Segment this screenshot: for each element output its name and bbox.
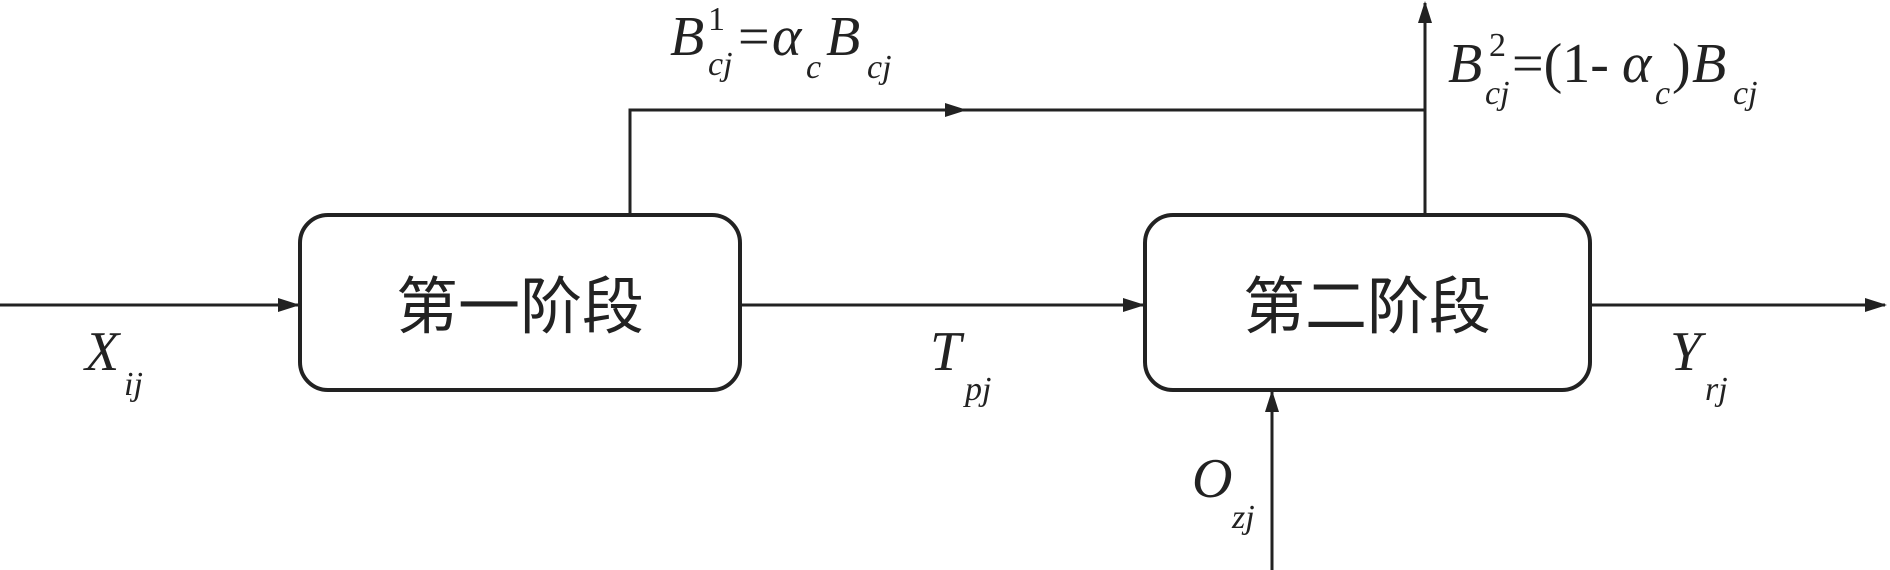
label-o-zj: O zj bbox=[1192, 448, 1255, 536]
svg-text:ij: ij bbox=[124, 366, 143, 403]
stage-2-box bbox=[1143, 213, 1592, 392]
svg-text:O: O bbox=[1192, 448, 1232, 510]
svg-text:B: B bbox=[826, 6, 860, 68]
svg-text:T: T bbox=[930, 321, 965, 383]
label-b1: B 1 cj = α c B cj bbox=[670, 1, 892, 86]
label-b2: B 2 cj =(1- α c ) B cj bbox=[1448, 27, 1758, 112]
svg-text:=: = bbox=[738, 6, 770, 68]
svg-text:B: B bbox=[670, 6, 704, 68]
svg-text:1: 1 bbox=[708, 1, 725, 38]
svg-text:c: c bbox=[806, 49, 821, 86]
bypass-line bbox=[628, 108, 1425, 213]
svg-text:cj: cj bbox=[1733, 75, 1758, 112]
svg-text:Y: Y bbox=[1670, 321, 1707, 383]
stage-1-label: 第一阶段 bbox=[396, 270, 644, 343]
svg-text:α: α bbox=[1622, 33, 1653, 95]
svg-text:cj: cj bbox=[1485, 75, 1510, 112]
svg-text:rj: rj bbox=[1705, 371, 1728, 408]
stage-2-label: 第二阶段 bbox=[1243, 270, 1491, 343]
svg-text:2: 2 bbox=[1489, 27, 1506, 64]
stage-1-box bbox=[298, 213, 742, 392]
label-x-ij: X ij bbox=[83, 321, 143, 403]
svg-text:B: B bbox=[1448, 33, 1482, 95]
svg-text:cj: cj bbox=[708, 46, 733, 83]
label-y-rj: Y rj bbox=[1670, 321, 1728, 408]
svg-text:c: c bbox=[1655, 75, 1670, 112]
svg-text:B: B bbox=[1692, 33, 1726, 95]
svg-text:cj: cj bbox=[867, 49, 892, 86]
svg-text:): ) bbox=[1672, 33, 1691, 95]
svg-text:α: α bbox=[772, 6, 803, 68]
svg-text:zj: zj bbox=[1231, 499, 1255, 536]
label-t-pj: T pj bbox=[930, 321, 991, 408]
svg-text:=(1-: =(1- bbox=[1512, 33, 1609, 95]
svg-text:X: X bbox=[83, 321, 122, 383]
svg-text:pj: pj bbox=[963, 371, 991, 408]
